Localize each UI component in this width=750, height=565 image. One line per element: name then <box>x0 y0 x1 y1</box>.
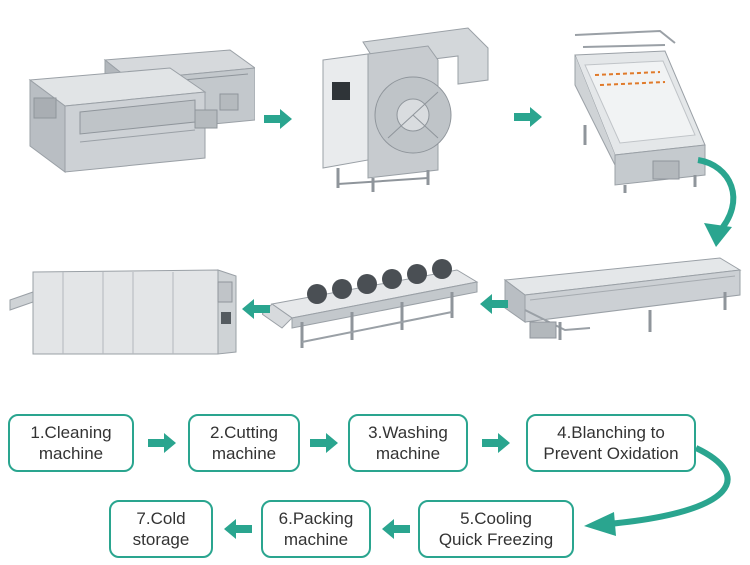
step-6-line1: 6.Packing <box>278 509 354 528</box>
washing-machine-icon <box>574 29 706 193</box>
step-6-box: 6.Packing machine <box>261 500 371 558</box>
step-7-box: 7.Cold storage <box>109 500 213 558</box>
machine-arrow-2-icon <box>514 107 542 127</box>
step-arrow-4-icon <box>382 519 410 539</box>
step-4-line1: 4.Blanching to <box>557 423 665 442</box>
step-arrow-5-icon <box>224 519 252 539</box>
cleaning-machine-icon <box>28 49 255 173</box>
step-4-box: 4.Blanching to Prevent Oxidation <box>526 414 696 472</box>
blanching-machine-icon <box>503 257 742 340</box>
machine-arrow-4-icon <box>242 299 270 319</box>
machine-arrow-1-icon <box>264 109 292 129</box>
step-arrow-2-icon <box>310 433 338 453</box>
machine-arrow-3-icon <box>480 294 508 314</box>
step-2-box: 2.Cutting machine <box>188 414 300 472</box>
step-arrow-3-icon <box>482 433 510 453</box>
step-1-line2: machine <box>38 444 104 463</box>
step-2-line1: 2.Cutting <box>209 423 279 442</box>
step-5-line1: 5.Cooling <box>460 509 532 528</box>
step-5-box: 5.Cooling Quick Freezing <box>418 500 574 558</box>
step-arrow-1-icon <box>148 433 176 453</box>
step-5-line2: Quick Freezing <box>438 530 554 549</box>
step-2-line2: machine <box>211 444 277 463</box>
step-1-line1: 1.Cleaning <box>30 423 112 442</box>
machine-curved-arrow-icon <box>697 157 737 247</box>
step-1-box: 1.Cleaning machine <box>8 414 134 472</box>
step-4-line2: Prevent Oxidation <box>543 444 679 463</box>
cutting-machine-icon <box>322 27 489 192</box>
dewatering-cooling-machine-icon <box>262 259 479 348</box>
step-3-line1: 3.Washing <box>368 423 448 442</box>
step-3-box: 3.Washing machine <box>348 414 468 472</box>
step-7-line2: storage <box>132 530 190 549</box>
step-curved-arrow-icon <box>584 445 731 536</box>
freezing-tunnel-icon <box>9 269 237 355</box>
step-6-line2: machine <box>283 530 349 549</box>
step-3-line2: machine <box>375 444 441 463</box>
step-7-line1: 7.Cold <box>136 509 186 528</box>
